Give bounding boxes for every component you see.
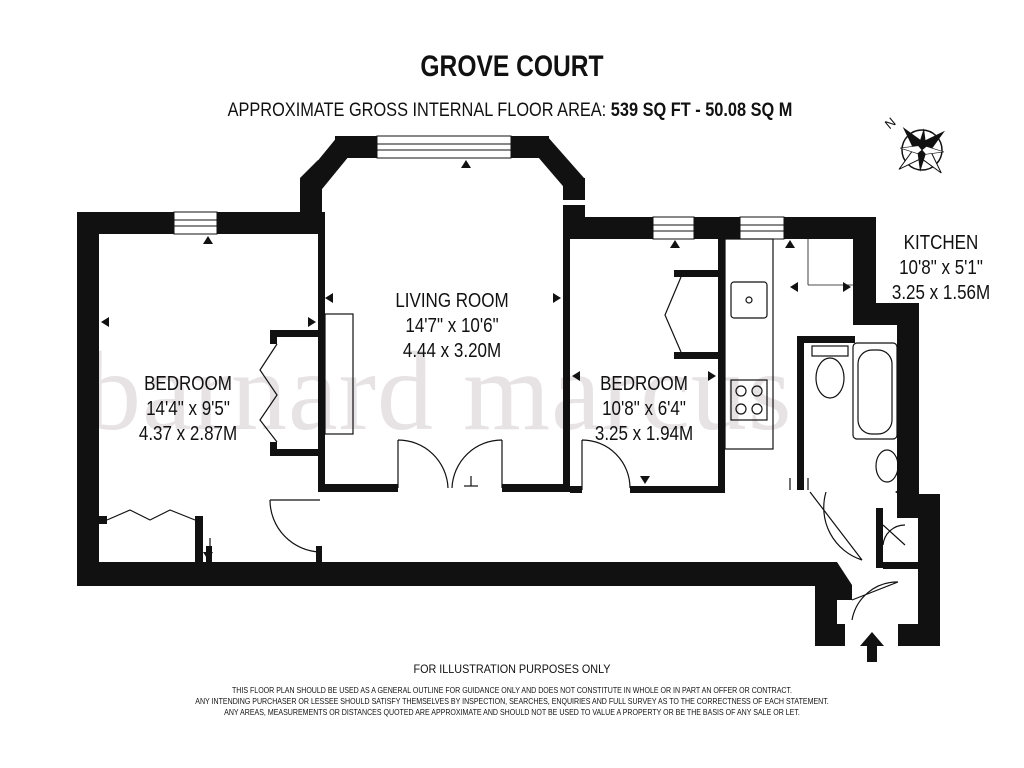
toilet-cistern: [811, 345, 849, 357]
disclaimer-line-1: THIS FLOOR PLAN SHOULD BE USED AS A GENE…: [231, 686, 792, 695]
kitchen-sink: [730, 281, 768, 319]
wall-left-top: [77, 212, 174, 234]
wardrobe-doors-3: [106, 509, 196, 521]
wall-living-bottom-right: [502, 484, 568, 492]
door-bedroom2: [581, 439, 631, 490]
room-metric: 4.44 x 3.20M: [402, 340, 502, 362]
wall-wardrobe2-top: [674, 270, 724, 277]
door-bathroom: [809, 491, 863, 561]
wall-bottom: [77, 562, 837, 586]
hob-ring-1: [735, 385, 747, 397]
toilet-bowl: [815, 357, 845, 399]
wall-bedroom2-top: [563, 217, 653, 239]
room-imperial: 10'8" x 5'1": [899, 257, 983, 279]
wall-cupboard-bottom: [883, 562, 918, 569]
wall-bedroom2-bottom-left: [570, 486, 582, 493]
door-living-left: [397, 439, 449, 489]
window-living: [376, 135, 512, 159]
room-name: BEDROOM: [144, 373, 232, 395]
room-metric: 3.25 x 1.94M: [594, 423, 694, 445]
room-name: BEDROOM: [600, 373, 688, 395]
wall-entry-top: [918, 494, 940, 518]
wall-cupboard-lower: [99, 516, 107, 524]
walls: [77, 136, 940, 646]
room-label-bedroom-2: BEDROOM 10'8" x 6'4" 3.25 x 1.94M: [585, 372, 704, 447]
disclaimer-line-3: ANY AREAS, MEASUREMENTS OR DISTANCES QUO…: [224, 708, 800, 717]
hob-ring-2: [751, 385, 763, 397]
wall-door-jamb-2: [316, 546, 322, 562]
room-metric: 4.37 x 2.87M: [138, 423, 238, 445]
window-kitchen: [739, 216, 785, 240]
wall-bedroom-living: [318, 212, 325, 492]
wall-bay-top-left: [335, 136, 377, 158]
floor-area-sqm: 50.08 SQ M: [705, 100, 793, 121]
wall-wardrobe-top: [270, 330, 320, 337]
door-front: [851, 581, 899, 621]
room-metric: 3.25 x 1.56M: [891, 282, 991, 304]
windows: [173, 135, 785, 240]
room-imperial: 10'8" x 6'4": [602, 398, 686, 420]
floor-area: APPROXIMATE GROSS INTERNAL FLOOR AREA: 5…: [200, 100, 819, 122]
sink-drain: [745, 296, 753, 304]
wall-bath-right: [897, 303, 919, 518]
room-label-living-room: LIVING ROOM 14'7" x 10'6" 4.44 x 3.20M: [384, 289, 520, 364]
window-bedroom2: [652, 216, 695, 240]
kitchen-hob: [730, 379, 768, 421]
wall-left-top-2: [217, 212, 320, 234]
room-imperial: 14'4" x 9'5": [146, 398, 230, 420]
floor-area-sep: -: [695, 100, 701, 121]
wall-bedroom2-bottom: [630, 486, 725, 493]
wall-wardrobe2-bottom: [674, 352, 724, 359]
floor-area-sqft: 539 SQ FT: [610, 100, 691, 121]
door-living-right: [451, 439, 503, 489]
floor-area-label: APPROXIMATE GROSS INTERNAL FLOOR AREA:: [227, 100, 607, 121]
wall-left: [77, 212, 99, 586]
wall-bedroom2-top-2: [694, 217, 740, 239]
wall-entry-left-bottom: [815, 624, 845, 646]
compass-icon: N: [882, 114, 945, 174]
arrows: [101, 160, 903, 560]
entrance-arrow-icon: [860, 632, 884, 662]
wall-living-bottom-left: [318, 484, 398, 492]
wall-entry-slant: [815, 562, 852, 600]
watermark: barnard marcus: [85, 330, 793, 454]
page-title: GROVE COURT: [420, 50, 604, 83]
wardrobe-doors-1: [259, 343, 278, 443]
wall-bath-left: [797, 336, 804, 490]
fireplace: [324, 313, 354, 435]
door-bedroom1: [269, 499, 321, 553]
room-label-kitchen: KITCHEN 10'8" x 5'1" 3.25 x 1.56M: [886, 231, 997, 306]
wall-wardrobe-left-2: [270, 442, 277, 456]
wall-kitchen-right: [853, 217, 876, 325]
doors: [106, 238, 906, 621]
wall-entry-bottom-right: [898, 624, 940, 646]
room-name: KITCHEN: [903, 232, 979, 254]
hob-ring-3: [735, 403, 747, 415]
wardrobe-doors-2: [664, 276, 682, 353]
illustration-notice: FOR ILLUSTRATION PURPOSES ONLY: [413, 662, 611, 676]
wall-bay-right: [563, 178, 585, 200]
disclaimer-line-2: ANY INTENDING PURCHASER OR LESSEE SHOULD…: [195, 697, 829, 706]
window-bedroom1: [173, 211, 218, 235]
hob-ring-4: [751, 403, 763, 415]
room-imperial: 14'7" x 10'6": [405, 315, 499, 337]
wall-wardrobe-bottom: [270, 449, 320, 456]
wall-bath-top: [853, 303, 903, 325]
wall-cupboard-lower-right: [195, 516, 203, 562]
basin: [875, 449, 899, 483]
room-name: LIVING ROOM: [395, 290, 509, 312]
wall-cupboard: [876, 508, 883, 568]
door-cupboard: [882, 524, 906, 546]
kitchen-counter: [724, 238, 774, 450]
wall-wardrobe-left: [270, 330, 277, 344]
compass-north-label: N: [882, 114, 899, 132]
wall-entry-right: [918, 494, 940, 646]
wall-bath-top-in: [797, 336, 855, 343]
room-label-bedroom-1: BEDROOM 14'4" x 9'5" 4.37 x 2.87M: [129, 372, 248, 447]
wall-living-right: [563, 212, 570, 492]
bathtub: [852, 342, 898, 440]
wall-bedroom2-right: [718, 239, 725, 492]
